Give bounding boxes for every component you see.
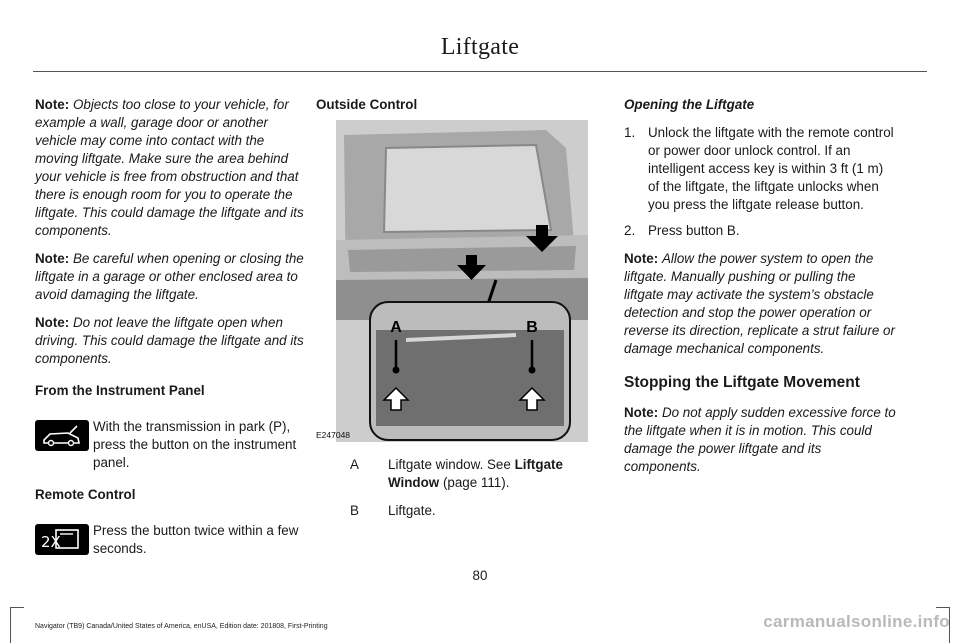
page-header-title: Liftgate [440,34,520,60]
note-label: Note: [624,405,659,420]
legend-text: Liftgate window. See Liftgate Window (pa… [388,456,590,492]
header-divider [33,71,927,72]
legend-description: Liftgate. [388,503,436,518]
remote-icon-label: 2X [41,533,61,551]
figure-legend: A Liftgate window. See Liftgate Window (… [350,456,590,530]
note-excessive-force: Note: Do not apply sudden excessive forc… [624,404,896,476]
legend-row-a: A Liftgate window. See Liftgate Window (… [350,456,590,492]
note-manual-force: Note: Allow the power system to open the… [624,250,896,358]
note-text: Objects too close to your vehicle, for e… [35,97,304,238]
outside-control-heading: Outside Control [316,97,418,112]
instrument-panel-heading: From the Instrument Panel [35,383,205,398]
callout-a-label: A [390,319,402,336]
crop-mark [936,607,950,608]
note-objects: Note: Objects too close to your vehicle,… [35,96,307,240]
step-number: 1. [624,125,636,140]
watermark: carmanualsonline.info [763,612,950,631]
crop-mark [10,607,11,643]
legend-description: Liftgate window. See [388,457,511,472]
stopping-liftgate-heading: Stopping the Liftgate Movement [624,374,860,391]
note-label: Note: [35,315,70,330]
remote-control-heading: Remote Control [35,487,136,502]
middle-column: Outside Control [316,96,588,114]
opening-steps: 1. Unlock the liftgate with the remote c… [624,124,896,240]
crop-mark [10,607,24,608]
liftgate-window-link[interactable]: Liftgate Window [388,457,563,490]
legend-key: A [350,457,359,472]
crop-mark [949,607,950,643]
note-text: Do not leave the liftgate open when driv… [35,315,304,366]
list-item: 1. Unlock the liftgate with the remote c… [624,124,896,214]
note-garage: Note: Be careful when opening or closing… [35,250,307,304]
remote-control-instruction: 2X Press the button twice within a few s… [35,522,307,578]
note-text: Be careful when opening or closing the l… [35,251,304,302]
legend-page-ref: (page 111). [442,475,510,490]
step-text: Unlock the liftgate with the remote cont… [648,125,894,212]
page-number: 80 [472,568,488,583]
legend-key: B [350,503,359,518]
note-label: Note: [35,251,70,266]
note-label: Note: [35,97,70,112]
footer-doc-info: Navigator (TB9) Canada/United States of … [35,623,328,630]
note-label: Note: [624,251,659,266]
note-text: Allow the power system to open the liftg… [624,251,895,356]
step-number: 2. [624,223,636,238]
legend-row-b: B Liftgate. [350,502,590,520]
opening-liftgate-heading: Opening the Liftgate [624,97,755,112]
step-text: Press button B. [648,223,740,238]
remote-control-text: Press the button twice within a few seco… [93,523,299,556]
note-driving: Note: Do not leave the liftgate open whe… [35,314,307,368]
note-text: Do not apply sudden excessive force to t… [624,405,896,474]
right-column: Opening the Liftgate 1. Unlock the liftg… [624,96,896,486]
remote-liftgate-icon: 2X [35,524,89,555]
instrument-panel-instruction: With the transmission in park (P), press… [35,418,307,474]
liftgate-illustration: A B [336,120,588,442]
left-column: Note: Objects too close to your vehicle,… [35,96,307,578]
list-item: 2. Press button B. [624,222,896,240]
liftgate-open-icon [35,420,89,451]
callout-b-label: B [526,319,538,336]
figure-id: E247048 [316,430,351,440]
instrument-panel-text: With the transmission in park (P), press… [93,419,297,470]
